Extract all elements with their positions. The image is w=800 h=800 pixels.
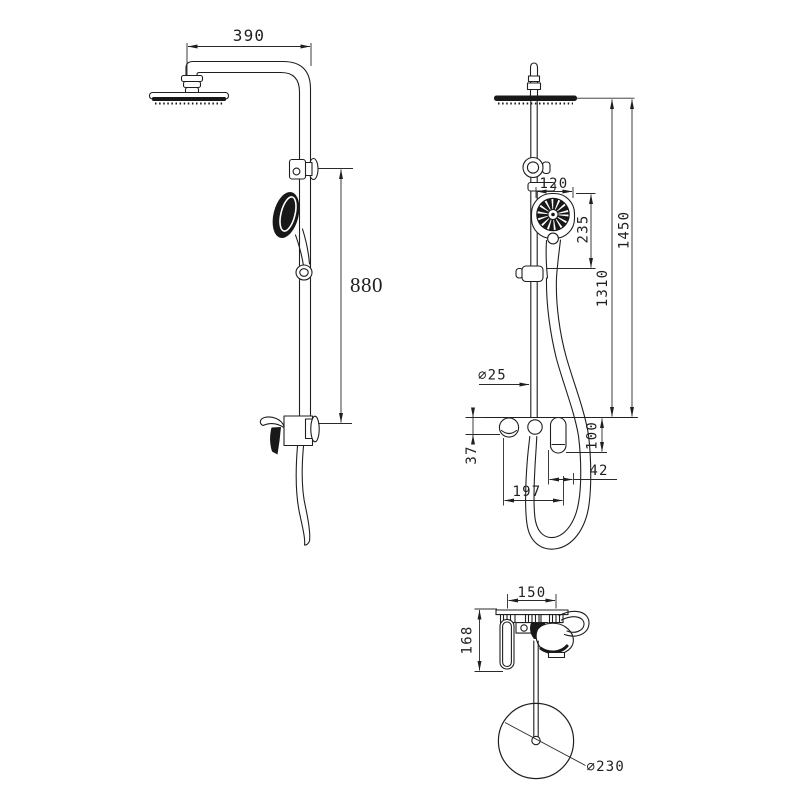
bracket-ring-inner xyxy=(526,161,540,174)
dim-extension-lines xyxy=(474,608,503,672)
dim-extension-lines xyxy=(548,450,617,485)
dim-extension-lines xyxy=(507,594,557,609)
dim-arm-width-label: 390 xyxy=(233,26,266,45)
riser-pipe-top xyxy=(533,640,539,738)
dim-extension-lines xyxy=(318,168,353,424)
dim-valve-span-label: 197 xyxy=(513,484,542,500)
mixer-valve-front xyxy=(483,416,639,454)
slide-clamp xyxy=(295,264,313,281)
dim-arm-width: 390 xyxy=(186,26,312,80)
dim-outlet-offset: 42 xyxy=(548,450,617,485)
stub-ring xyxy=(527,75,541,83)
top-pipe-stub xyxy=(526,62,542,96)
lever-outline xyxy=(499,618,515,670)
dim-pipe-diameter: ⌀25 xyxy=(478,368,530,387)
slide-clamp-front xyxy=(515,265,544,283)
hand-shower-front xyxy=(527,181,576,279)
top-view: 150 168 ⌀230 xyxy=(460,585,626,780)
dim-extension-lines xyxy=(465,417,500,435)
dim-extension-lines xyxy=(186,43,312,80)
bracket-screw xyxy=(292,167,301,176)
slide-bar-front xyxy=(530,100,538,418)
head-face xyxy=(152,97,226,101)
dim-head-diameter-label: ⌀230 xyxy=(587,759,626,775)
hand-shower-highlight xyxy=(279,196,297,232)
hand-shower-handle xyxy=(545,239,562,279)
dim-depth-label: 168 xyxy=(460,626,476,655)
hose-loop-top xyxy=(558,610,590,637)
hand-shower-handle xyxy=(294,228,311,267)
side-view: 390 xyxy=(148,26,383,546)
valve-lever-cap xyxy=(259,416,285,429)
rain-shower-head-front xyxy=(494,95,577,105)
dim-outlet-offset-label: 42 xyxy=(589,463,608,479)
dim-pipe-diameter-label: ⌀25 xyxy=(478,368,507,384)
mode-button xyxy=(547,232,559,245)
nut-ribs xyxy=(502,614,561,624)
dim-wall-offset-label: 37 xyxy=(464,445,480,464)
dim-mid-height: 1310 xyxy=(595,99,614,417)
clamp-body xyxy=(521,265,544,283)
wall-bar xyxy=(495,609,569,616)
dim-handshower-length-label: 235 xyxy=(576,215,592,244)
dim-depth: 168 xyxy=(460,608,503,672)
dim-extension-lines xyxy=(535,187,574,198)
spout-shade xyxy=(539,644,569,654)
head-face xyxy=(494,95,577,101)
wall-bracket-side xyxy=(288,157,319,181)
dim-handshower-length: 235 xyxy=(546,193,596,269)
stub-ring xyxy=(526,82,542,91)
valve-knob xyxy=(498,417,520,438)
spray-spokes xyxy=(537,199,569,230)
hand-shower-side xyxy=(272,191,313,281)
dim-inlet-span-label: 150 xyxy=(518,585,547,601)
dim-wall-offset: 37 xyxy=(464,407,500,465)
joint-ring xyxy=(180,74,204,83)
bracket-knob xyxy=(541,161,551,175)
lever-handle-top xyxy=(499,618,515,670)
spout-tab xyxy=(547,651,566,659)
dim-valve-span: 197 xyxy=(503,438,564,506)
dim-head-width: 120 xyxy=(535,176,574,198)
shower-arm-and-riser-pipe xyxy=(185,60,312,418)
leader-line xyxy=(504,722,586,766)
valve-knob-arc xyxy=(500,429,518,435)
dim-valve-drop: 100 xyxy=(585,418,604,452)
dim-valve-drop-label: 100 xyxy=(585,421,601,450)
mixer-valve-side xyxy=(259,415,320,455)
shower-hose-side xyxy=(295,445,311,546)
plate-screw xyxy=(520,624,528,632)
front-view: 120 235 1310 1450 xyxy=(464,62,639,550)
dim-slide-height: 880 xyxy=(318,168,383,424)
valve-lever-blade xyxy=(270,427,281,455)
valve-handle xyxy=(549,416,567,454)
dim-extension-lines xyxy=(546,193,596,269)
dim-total-height: 1450 xyxy=(617,99,634,417)
dim-inlet-span: 150 xyxy=(507,585,557,609)
lever-inner xyxy=(502,621,512,668)
rain-shower-head-side xyxy=(148,91,230,105)
rain-head-circle-top xyxy=(497,702,575,780)
dim-head-width-label: 120 xyxy=(540,176,569,192)
dim-extension-lines xyxy=(503,438,564,506)
slide-clamp-inner xyxy=(299,268,309,277)
dim-slide-height-label: 880 xyxy=(350,273,383,297)
dim-mid-height-label: 1310 xyxy=(595,269,611,308)
valve-center-nut xyxy=(527,419,543,435)
hand-shower-head xyxy=(272,191,300,239)
shower-hose-front xyxy=(525,277,592,550)
spray-hub-dot xyxy=(551,212,555,217)
dim-head-diameter: ⌀230 xyxy=(504,722,626,775)
dim-total-height-label: 1450 xyxy=(617,211,633,250)
wall-bracket-front xyxy=(522,156,551,179)
valve-wall-flange xyxy=(310,415,320,443)
joint-ring xyxy=(182,80,202,89)
